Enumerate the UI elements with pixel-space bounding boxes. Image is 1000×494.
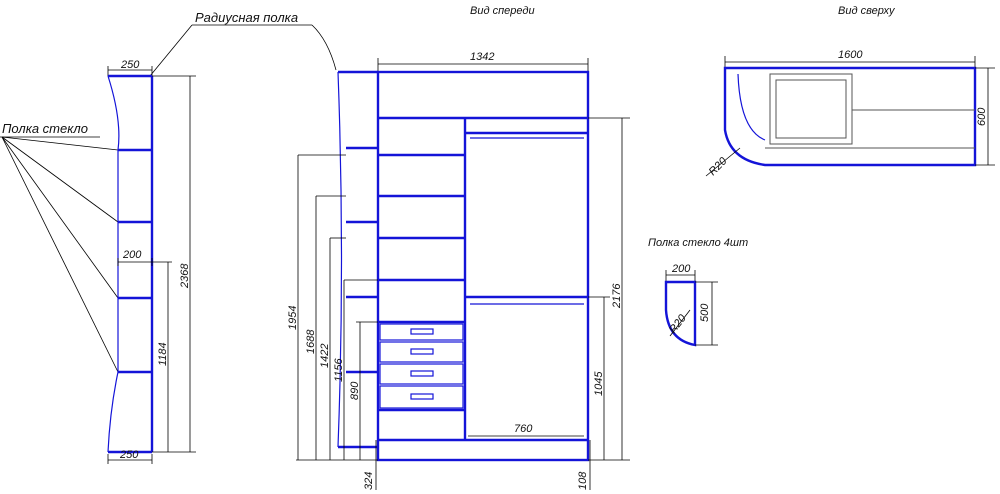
glass-width-text: 200 <box>671 263 691 275</box>
top-depth-text: 600 <box>976 107 988 126</box>
front-level-2-text: 1688 <box>305 329 317 354</box>
top-view-title: Вид сверху <box>838 5 896 17</box>
glass-shelf-leader-3 <box>1 136 119 299</box>
side-view: 250 200 250 2368 1184 <box>107 59 196 464</box>
front-rail-width-text: 760 <box>514 423 533 435</box>
radius-shelf-leader-right <box>311 24 337 71</box>
front-carcass <box>376 70 590 462</box>
side-bottom-width-text: 250 <box>119 449 139 461</box>
front-drawer-2 <box>379 341 464 363</box>
glass-shelf-callout: Полка стекло <box>0 121 119 373</box>
top-radius-leader <box>705 147 741 177</box>
front-right-plinth-text: 108 <box>577 471 589 490</box>
glass-shelf-leader-1 <box>1 136 119 151</box>
top-width-text: 1600 <box>838 49 863 61</box>
front-level-5-text: 890 <box>349 381 361 400</box>
top-outline <box>723 66 977 167</box>
side-height-lower-text: 1184 <box>157 342 169 366</box>
front-total-width-text: 1342 <box>470 51 494 63</box>
front-view-title: Вид спереди <box>470 5 535 17</box>
radius-shelf-label: Радиусная полка <box>195 10 298 25</box>
side-top-width-text: 250 <box>120 59 140 71</box>
front-drawer-1 <box>379 323 464 341</box>
glass-radius-leader <box>669 309 691 337</box>
front-radius-curve <box>337 71 343 448</box>
drawer-handle-icon <box>410 370 434 377</box>
front-plinth-text: 324 <box>363 472 375 490</box>
glass-shelf-label: Полка стекло <box>2 121 88 136</box>
side-height-total-text: 2368 <box>179 263 191 289</box>
top-view: 1600 600 R20 <box>705 49 995 178</box>
front-right-total-text: 2176 <box>611 283 623 309</box>
glass-shelf-outline <box>664 280 697 347</box>
side-curved-front <box>107 75 120 453</box>
front-view: 1342 760 <box>287 51 630 490</box>
front-level-4-text: 1156 <box>333 357 345 382</box>
glass-depth-text: 500 <box>699 303 711 322</box>
radius-shelf-leader-left <box>149 24 193 77</box>
side-shelf-depth-text: 200 <box>122 249 142 261</box>
front-right-rail-text: 1045 <box>593 371 605 396</box>
front-level-1-text: 1954 <box>287 306 299 330</box>
glass-shelf-leader-2 <box>1 136 119 223</box>
front-drawer-4 <box>379 385 464 409</box>
top-inner-frame-outer <box>769 73 853 145</box>
glass-shelf-view: 200 500 R20 <box>664 263 718 347</box>
front-drawer-3 <box>379 363 464 385</box>
top-radius-text: R20 <box>707 155 730 178</box>
drawer-handle-icon <box>410 393 434 400</box>
front-level-3-text: 1422 <box>319 344 331 368</box>
radius-shelf-callout: Радиусная полка <box>149 10 337 77</box>
top-radius-inner <box>737 73 766 141</box>
drawer-handle-icon <box>410 348 434 355</box>
drawer-handle-icon <box>410 328 434 335</box>
top-inner-frame-inner <box>775 79 847 139</box>
glass-shelf-leader-4 <box>1 136 119 373</box>
glass-shelf-set-title: Полка стекло 4шт <box>648 237 748 249</box>
